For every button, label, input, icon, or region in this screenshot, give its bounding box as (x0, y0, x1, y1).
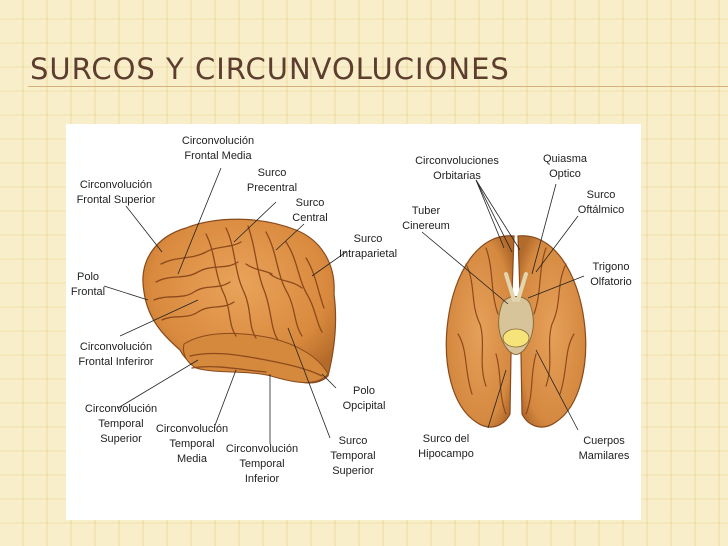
label-trigono-olfatorio: Trigono Olfatorio (590, 261, 632, 288)
label-surco-del-hipocampo: Surco del Hipocampo (418, 433, 474, 460)
label-circonvolucion-frontal-media: Circonvolución Frontal Media (181, 135, 255, 162)
label-tuber-cinereum: Tuber Cinereum (402, 205, 450, 232)
brain-diagram: Circonvolución Frontal Media Circonvoluc… (66, 124, 641, 520)
label-surco-central: Surco Central (292, 197, 328, 224)
label-surco-precentral: Surco Precentral (246, 167, 298, 194)
label-circonvolucion-temporal-inferior: Circonvolución Temporal Inferior (225, 443, 299, 485)
label-circonvolucion-temporal-superior: Circonvolución Temporal Superior (84, 403, 158, 445)
label-quiasma-optico: Quiasma Optico (542, 153, 588, 180)
lateral-sulci (153, 225, 325, 377)
label-cuerpos-mamilares: Cuerpos Mamilares (578, 435, 630, 462)
leader-lines (103, 167, 585, 444)
label-surco-oftalmico: Surco Oftálmico (577, 189, 625, 216)
slide-title: SURCOS Y CIRCUNVOLUCIONES (30, 52, 510, 86)
inferior-sulci (457, 247, 575, 415)
lateral-brain-view (142, 218, 337, 384)
label-circonvolucion-frontal-inferior: Circonvolución Frontal Inferiror (78, 341, 154, 368)
label-circonvolucion-frontal-superior: Circonvolución Frontal Superior (76, 179, 156, 206)
inferior-brain-view (445, 235, 587, 428)
label-surco-temporal-superior: Surco Temporal Superior (330, 435, 376, 477)
label-circonvolucion-temporal-media: Circonvolución Temporal Media (155, 423, 229, 465)
title-divider (28, 86, 728, 87)
brain-illustration (103, 167, 587, 444)
label-circonvoluciones-orbitarias: Circonvoluciones Orbitarias (415, 155, 499, 182)
label-polo-frontal: Polo Frontal (70, 271, 106, 298)
label-polo-occipital: Polo Opcipital (342, 385, 386, 412)
label-surco-intraparietal: Surco Intraparietal (338, 233, 398, 260)
